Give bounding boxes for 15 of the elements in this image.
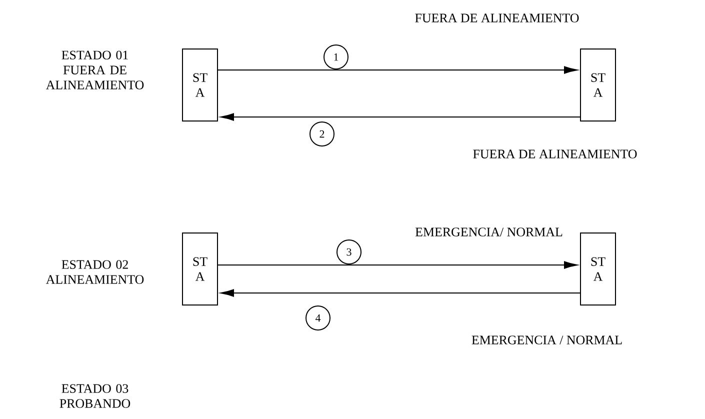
state-label: ESTADO 02 ALINEAMIENTO — [46, 260, 144, 284]
station-box: ST A — [580, 48, 616, 122]
edge-label: EMERGENCIA / NORMAL — [472, 336, 622, 344]
state-label: ESTADO 03 PROBANDO — [60, 384, 130, 408]
arrow — [220, 113, 580, 121]
edge-label: EMERGENCIA/ NORMAL — [415, 228, 562, 236]
state-label: ESTADO 01 FUERA DE ALINEAMIENTO — [46, 50, 144, 90]
station-box: ST A — [182, 48, 218, 122]
arrow — [220, 289, 580, 297]
station-box: ST A — [182, 232, 218, 306]
edge-label: FUERA DE ALINEAMIENTO — [473, 150, 637, 158]
arrow — [218, 66, 578, 74]
arrow — [218, 261, 578, 269]
edge-label: FUERA DE ALINEAMIENTO — [415, 14, 579, 22]
station-box: ST A — [580, 232, 616, 306]
